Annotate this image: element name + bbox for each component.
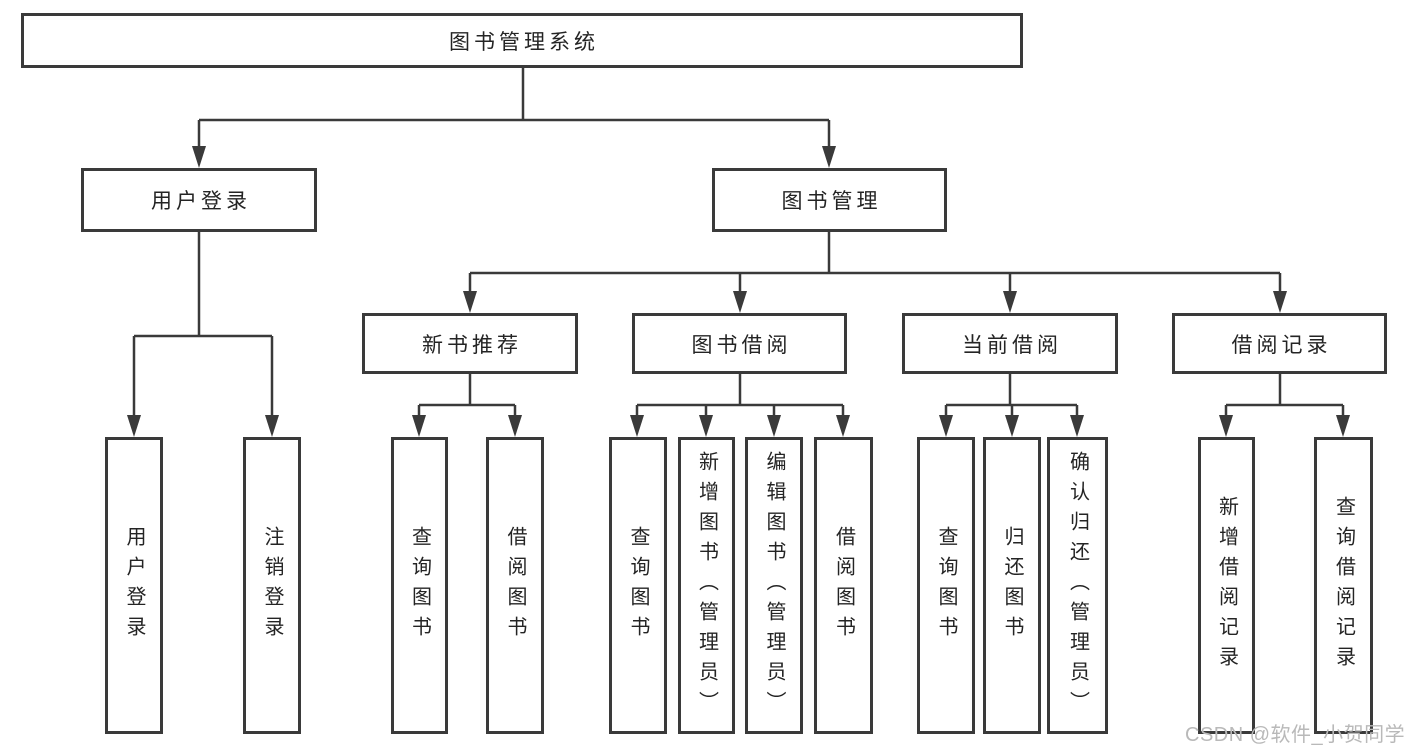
connector-book-mgmt-to-sections bbox=[468, 232, 1282, 295]
arrowhead-down-icon bbox=[1070, 415, 1084, 437]
node-label: 图书管理系统 bbox=[449, 30, 599, 54]
connector-records-children bbox=[1224, 374, 1345, 419]
leaf-label: 查询借阅记录 bbox=[1332, 495, 1355, 676]
arrowhead-down-icon bbox=[1336, 415, 1350, 437]
arrowhead-down-icon bbox=[733, 291, 747, 313]
leaf-query-borrow-record: 查询借阅记录 bbox=[1314, 437, 1373, 734]
leaf-label: 查询图书 bbox=[627, 525, 649, 646]
leaf-logout: 注销登录 bbox=[243, 437, 301, 734]
leaf-borrow-books: 借阅图书 bbox=[486, 437, 544, 734]
node-label: 新书推荐 bbox=[422, 333, 522, 357]
node-borrowing-records: 借阅记录 bbox=[1172, 313, 1387, 374]
arrowhead-down-icon bbox=[463, 291, 477, 313]
leaf-label: 新增借阅记录 bbox=[1215, 495, 1238, 676]
arrowhead-down-icon bbox=[1273, 291, 1287, 313]
leaf-label: 确认归还（管理员） bbox=[1066, 450, 1089, 721]
leaf-label: 查询图书 bbox=[408, 525, 431, 646]
arrowhead-down-icon bbox=[265, 415, 279, 437]
leaf-query-books: 查询图书 bbox=[917, 437, 975, 734]
arrowhead-down-icon bbox=[1003, 291, 1017, 313]
leaf-user-login: 用户登录 bbox=[105, 437, 163, 734]
leaf-query-books: 查询图书 bbox=[609, 437, 667, 734]
leaf-confirm-return-admin: 确认归还（管理员） bbox=[1047, 437, 1108, 734]
leaf-label: 新增图书（管理员） bbox=[695, 450, 718, 721]
leaf-query-books: 查询图书 bbox=[391, 437, 448, 734]
leaf-label: 用户登录 bbox=[123, 525, 145, 646]
node-library-system: 图书管理系统 bbox=[21, 13, 1023, 68]
arrowhead-down-icon bbox=[192, 146, 206, 168]
connector-user-login-children bbox=[132, 232, 274, 419]
arrowhead-down-icon bbox=[836, 415, 850, 437]
leaf-edit-book-admin: 编辑图书（管理员） bbox=[745, 437, 803, 734]
arrowhead-down-icon bbox=[127, 415, 141, 437]
arrowhead-down-icon bbox=[939, 415, 953, 437]
leaf-label: 注销登录 bbox=[261, 525, 283, 646]
arrowhead-down-icon bbox=[630, 415, 644, 437]
node-label: 用户登录 bbox=[151, 190, 251, 213]
node-book-borrowing: 图书借阅 bbox=[632, 313, 847, 374]
node-label: 图书管理 bbox=[781, 190, 882, 213]
node-user-login: 用户登录 bbox=[81, 168, 317, 232]
connector-book-borrow-children bbox=[635, 374, 845, 419]
arrowhead-down-icon bbox=[1219, 415, 1233, 437]
connector-new-book-children bbox=[417, 374, 517, 419]
arrowhead-down-icon bbox=[699, 415, 713, 437]
node-new-book-recommendation: 新书推荐 bbox=[362, 313, 578, 374]
arrowhead-down-icon bbox=[1005, 415, 1019, 437]
node-label: 借阅记录 bbox=[1231, 333, 1332, 357]
node-book-management: 图书管理 bbox=[712, 168, 947, 232]
leaf-add-borrow-record: 新增借阅记录 bbox=[1198, 437, 1255, 734]
leaf-label: 编辑图书（管理员） bbox=[763, 450, 785, 721]
leaf-borrow-books: 借阅图书 bbox=[814, 437, 873, 734]
leaf-label: 归还图书 bbox=[1001, 525, 1023, 646]
leaf-add-book-admin: 新增图书（管理员） bbox=[678, 437, 735, 734]
arrowhead-down-icon bbox=[822, 146, 836, 168]
leaf-return-book: 归还图书 bbox=[983, 437, 1041, 734]
node-label: 当前借阅 bbox=[962, 333, 1062, 357]
arrowhead-down-icon bbox=[412, 415, 426, 437]
watermark: CSDN @软件_小贺同学 bbox=[1185, 724, 1405, 746]
leaf-label: 借阅图书 bbox=[504, 525, 526, 646]
arrowheads bbox=[127, 146, 1350, 437]
connector-root-to-level2 bbox=[197, 68, 831, 150]
arrowhead-down-icon bbox=[508, 415, 522, 437]
leaf-label: 借阅图书 bbox=[832, 525, 855, 646]
leaf-label: 查询图书 bbox=[935, 525, 957, 646]
connector-current-borrow-children bbox=[944, 374, 1079, 419]
node-current-borrowing: 当前借阅 bbox=[902, 313, 1118, 374]
node-label: 图书借阅 bbox=[691, 333, 792, 357]
arrowhead-down-icon bbox=[767, 415, 781, 437]
